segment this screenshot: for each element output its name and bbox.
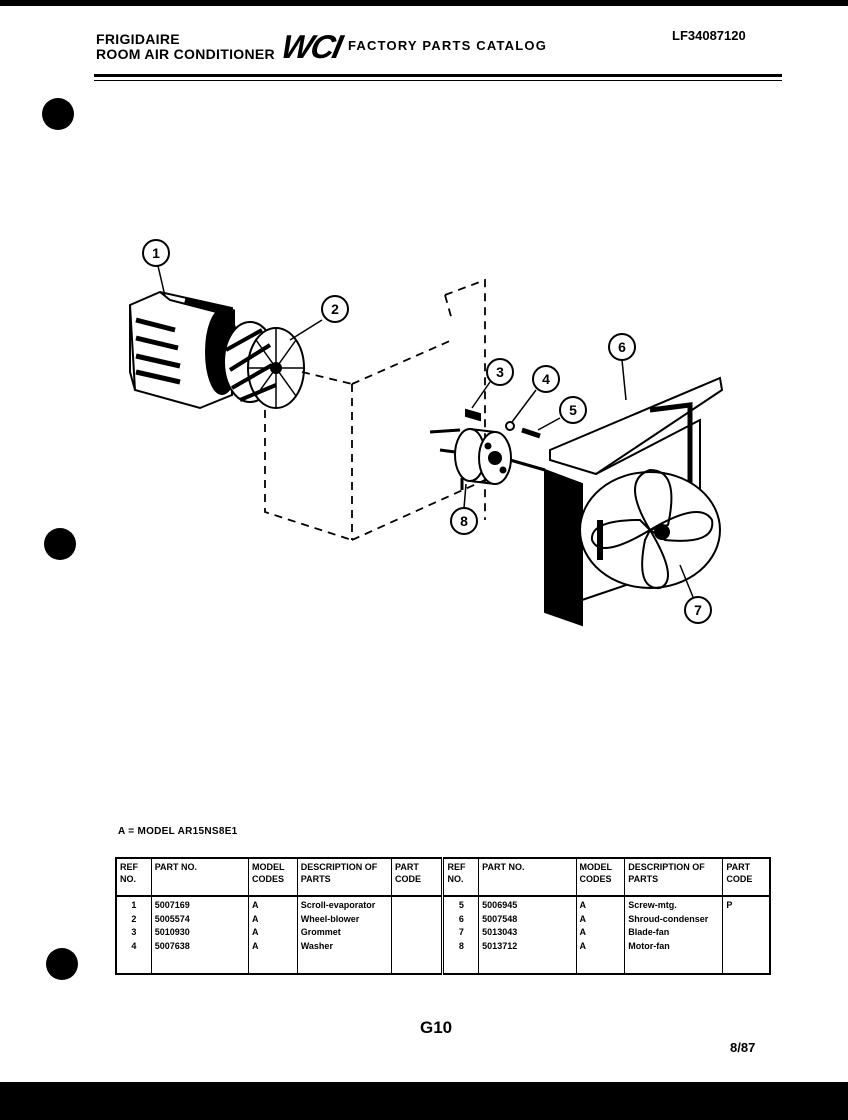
callout-5-label: 5	[569, 402, 577, 418]
parts-table-body: 1 2 3 4 5007169 5005574 5010930 5007638 …	[115, 896, 771, 974]
table-cell: 7	[458, 927, 464, 937]
table-cell: 5006945	[482, 900, 518, 910]
table-cell: Screw-mtg.	[628, 900, 677, 910]
table-cell: 1	[131, 900, 137, 910]
table-cell: A	[579, 900, 587, 910]
table-cell: 2	[131, 913, 137, 924]
table-cell: 6	[458, 913, 464, 924]
callout-4-label: 4	[542, 371, 550, 387]
table-cell: 4	[131, 940, 137, 951]
table-cell: 8	[458, 940, 464, 951]
header-code-right: PART CODE	[722, 858, 771, 897]
callout-2: 2	[289, 295, 349, 341]
punch-hole-top	[42, 98, 74, 130]
table-cell: Scroll-evaporator	[300, 900, 376, 910]
callout-7-label: 7	[694, 602, 702, 618]
header-model-left: MODEL CODES	[248, 858, 298, 897]
table-cell: A	[579, 927, 587, 937]
ref-column-right: 5 6 7 8	[441, 896, 480, 974]
callout-3: 3	[471, 358, 514, 409]
table-cell: 5007169	[154, 900, 190, 910]
callout-1-label: 1	[152, 245, 160, 261]
table-cell: 5005574	[154, 913, 190, 924]
parts-table: REF NO. PART NO. MODEL CODES DESCRIPTION…	[115, 857, 771, 975]
blower-wheel-drawing	[223, 321, 305, 409]
header-model-right: MODEL CODES	[575, 858, 626, 897]
table-cell: 5010930	[154, 927, 190, 937]
table-cell: 3	[131, 927, 137, 937]
table-cell: 5007638	[154, 940, 190, 951]
desc-column-left: Scroll-evaporator Wheel-blower Grommet W…	[296, 896, 393, 974]
callout-6-label: 6	[618, 339, 626, 355]
header-rule-thin	[94, 80, 782, 81]
code-column-right: P	[722, 896, 771, 974]
model-column-left: A A A A	[248, 896, 298, 974]
model-column-right: A A A A	[575, 896, 626, 974]
table-cell: Blade-fan	[628, 927, 670, 937]
table-cell: A	[579, 913, 587, 924]
table-cell: Shroud-condenser	[628, 913, 709, 924]
header-part-left: PART NO.	[150, 858, 250, 897]
table-cell: Grommet	[300, 927, 341, 937]
bottom-edge-bar	[0, 1082, 848, 1120]
callout-8-label: 8	[460, 513, 468, 529]
table-cell: 5013043	[482, 927, 518, 937]
table-cell: A	[252, 913, 259, 924]
header-ref-left: REF NO.	[115, 858, 152, 897]
catalog-date: 8/87	[730, 1040, 756, 1055]
table-cell: Washer	[300, 940, 333, 951]
desc-column-right: Screw-mtg. Shroud-condenser Blade-fan Mo…	[624, 896, 724, 974]
header-desc-right: DESCRIPTION OF PARTS	[624, 858, 724, 897]
top-edge-bar	[0, 0, 848, 6]
callout-7: 7	[679, 564, 712, 624]
table-cell: 5	[458, 900, 464, 910]
fan-motor-drawing	[429, 408, 546, 490]
callout-8: 8	[450, 483, 478, 535]
table-cell: A	[252, 927, 259, 937]
ref-column-left: 1 2 3 4	[115, 896, 152, 974]
catalog-title: FACTORY PARTS CATALOG	[348, 38, 548, 53]
callout-4: 4	[511, 365, 560, 423]
page-number: G10	[420, 1018, 453, 1037]
table-cell: Motor-fan	[628, 940, 670, 951]
scroll-evaporator-drawing	[128, 290, 239, 410]
table-cell: A	[579, 940, 587, 951]
table-cell: A	[252, 940, 259, 951]
callouts: 1 2 3 4 5 6 7	[142, 239, 712, 624]
header-code-left: PART CODE	[390, 858, 444, 897]
callout-5: 5	[537, 396, 587, 431]
header-part-right: PART NO.	[478, 858, 577, 897]
brand-block: FRIGIDAIRE ROOM AIR CONDITIONER	[96, 32, 275, 62]
header-desc-left: DESCRIPTION OF PARTS	[296, 858, 393, 897]
callout-3-label: 3	[496, 364, 504, 380]
brand-name: FRIGIDAIRE	[96, 31, 180, 47]
table-cell: Wheel-blower	[300, 913, 360, 924]
header-rule-thick	[94, 74, 782, 77]
table-cell: 5013712	[482, 940, 518, 951]
mounting-panel-dashed	[264, 278, 486, 541]
product-line: ROOM AIR CONDITIONER	[96, 46, 275, 62]
code-column-left	[390, 896, 444, 974]
part-column-left: 5007169 5005574 5010930 5007638	[150, 896, 250, 974]
document-number: LF34087120	[672, 28, 746, 43]
header-ref-right: REF NO.	[441, 858, 480, 897]
parts-table-header: REF NO. PART NO. MODEL CODES DESCRIPTION…	[115, 858, 771, 897]
model-key-legend: A = MODEL AR15NS8E1	[118, 826, 238, 837]
condenser-shroud-drawing	[544, 376, 724, 627]
punch-hole-middle	[44, 528, 76, 560]
table-cell: A	[252, 900, 259, 910]
part-column-right: 5006945 5007548 5013043 5013712	[478, 896, 577, 974]
table-cell: 5007548	[482, 913, 518, 924]
punch-hole-bottom	[46, 948, 78, 980]
callout-1: 1	[142, 239, 170, 297]
callout-2-label: 2	[331, 301, 339, 317]
table-cell: P	[726, 900, 733, 910]
callout-6: 6	[608, 333, 636, 401]
